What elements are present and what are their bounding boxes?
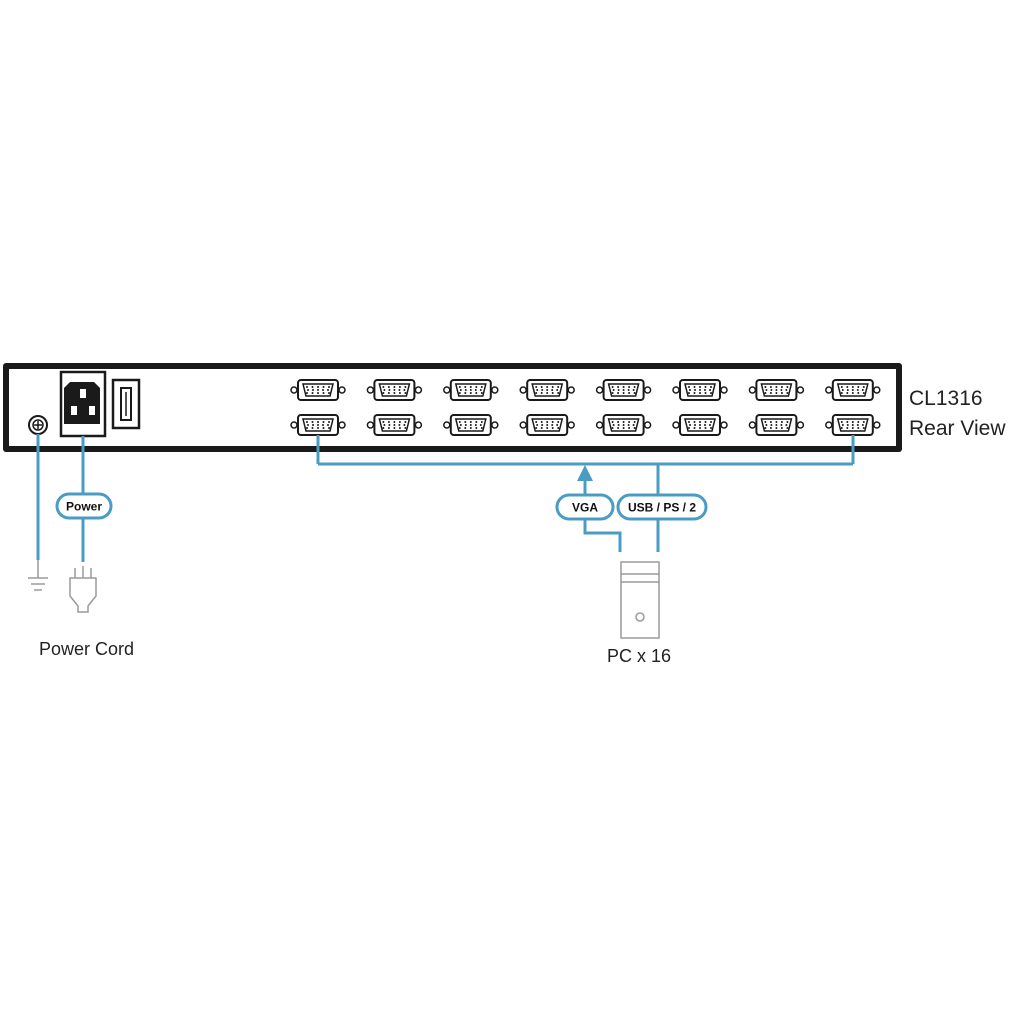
kvm-port-icon (595, 414, 652, 436)
ground-screw-icon (28, 415, 48, 435)
usb-ps2-tag-label: USB / PS / 2 (628, 501, 696, 515)
usb-ps2-tag: USB / PS / 2 (616, 493, 708, 521)
kvm-port-icon (595, 379, 652, 401)
vga-tag: VGA (555, 493, 615, 521)
power-tag-label: Power (66, 500, 102, 514)
ground-symbol-icon (28, 560, 48, 591)
view-label: Rear View (909, 417, 1006, 440)
kvm-port-grid (290, 379, 881, 436)
kvm-port-icon (519, 379, 575, 401)
power-plug-icon (69, 566, 97, 613)
kvm-chassis (3, 363, 902, 452)
kvm-port-icon (672, 414, 728, 436)
power-socket-icon (59, 370, 107, 438)
kvm-port-icon (443, 414, 499, 436)
power-switch-icon (111, 378, 141, 430)
model-label: CL1316 (909, 387, 983, 410)
kvm-port-icon (672, 379, 728, 401)
kvm-port-icon (443, 379, 499, 401)
pc-tower-icon (620, 561, 660, 639)
kvm-port-icon (290, 414, 346, 436)
kvm-port-icon (748, 379, 805, 401)
kvm-port-icon (825, 414, 881, 436)
kvm-port-icon (825, 379, 881, 401)
kvm-port-icon (748, 414, 805, 436)
pc-label: PC x 16 (607, 646, 671, 666)
kvm-port-icon (519, 414, 575, 436)
kvm-port-icon (366, 379, 423, 401)
vga-arrow-icon (577, 465, 593, 481)
kvm-port-icon (366, 414, 423, 436)
power-tag: Power (55, 492, 113, 520)
kvm-port-icon (290, 379, 346, 401)
vga-tag-label: VGA (572, 501, 598, 515)
cables (36, 434, 855, 562)
power-cord-label: Power Cord (39, 639, 134, 659)
